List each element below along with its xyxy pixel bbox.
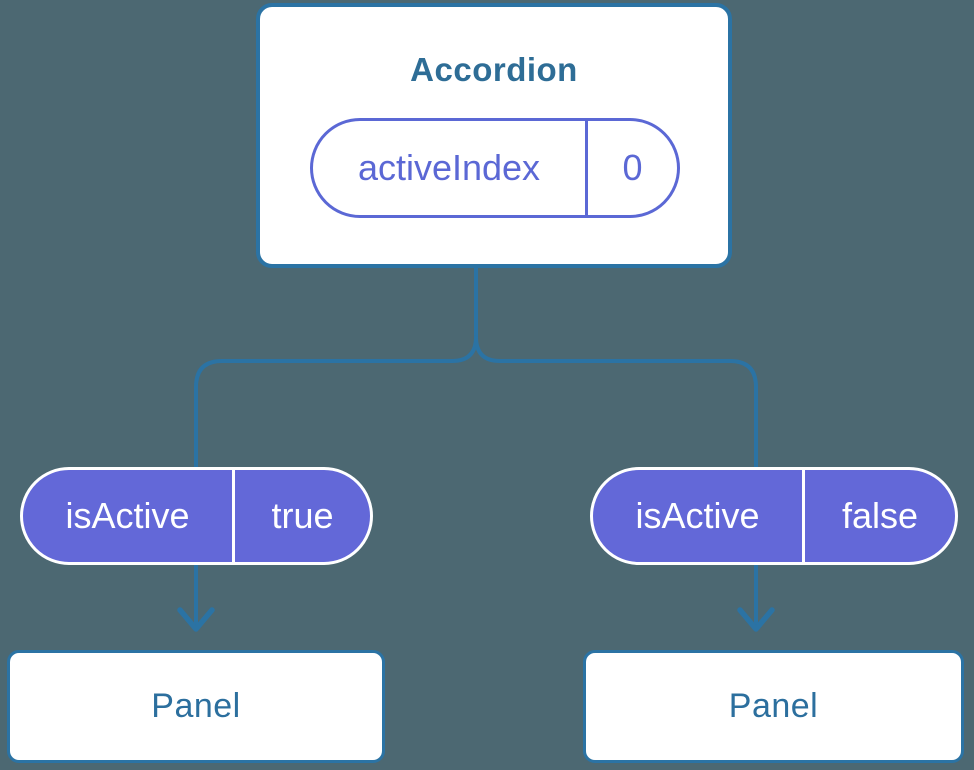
component-title-panel: Panel — [728, 687, 819, 725]
component-card-panel-right: Panel — [583, 650, 964, 763]
prop-pill-label: isActive — [23, 470, 235, 562]
prop-pill-value: true — [271, 495, 334, 536]
prop-pill-label: isActive — [593, 470, 805, 562]
component-title-accordion: Accordion — [410, 51, 578, 88]
state-pill-label: activeIndex — [313, 121, 588, 215]
component-card-accordion: Accordion activeIndex 0 — [256, 3, 732, 268]
component-card-panel-left: Panel — [7, 650, 385, 763]
down-arrow-icon — [177, 607, 215, 632]
prop-pill-isactive-true: isActive true — [20, 467, 373, 565]
prop-pill-isactive-false: isActive false — [590, 467, 958, 565]
down-arrow-icon — [737, 607, 775, 632]
state-pill-value: 0 — [622, 147, 643, 188]
prop-pill-value: false — [841, 495, 919, 536]
connector-root-to-left-child — [194, 263, 478, 626]
connector-root-to-right-child — [474, 335, 758, 626]
state-pill-activeindex: activeIndex 0 — [310, 118, 680, 218]
component-title-panel: Panel — [151, 687, 241, 725]
